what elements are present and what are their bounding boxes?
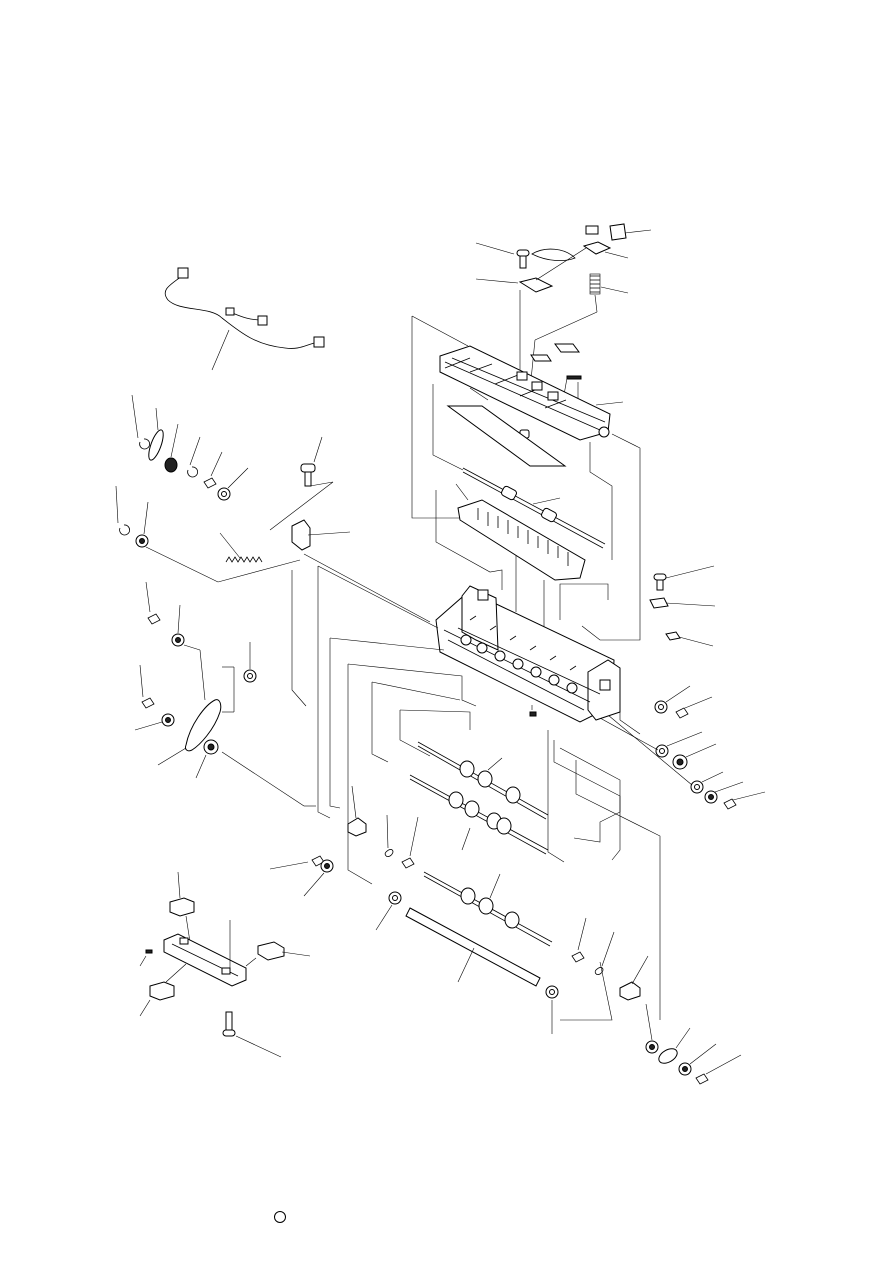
lower-left-gears — [134, 581, 257, 779]
bottom-right-parts — [645, 1003, 742, 1085]
copyright-symbol — [274, 1211, 286, 1223]
feed-rollers — [405, 741, 553, 987]
bottom-left-bracket — [139, 871, 311, 1058]
lower-center-parts — [269, 785, 649, 1034]
left-gear-train-parts — [115, 394, 301, 583]
upper-guide-assembly — [411, 315, 641, 641]
top-assembly-pads — [530, 343, 582, 428]
lower-guide-comb — [435, 483, 586, 590]
leader-lines-center — [221, 553, 661, 1021]
wire-harness — [164, 267, 325, 371]
main-frame-assembly — [435, 585, 621, 723]
spring-and-bracket — [219, 436, 351, 563]
right-side-parts — [543, 565, 766, 810]
top-right-parts — [475, 223, 652, 391]
upper-shaft-rollers — [462, 467, 606, 549]
